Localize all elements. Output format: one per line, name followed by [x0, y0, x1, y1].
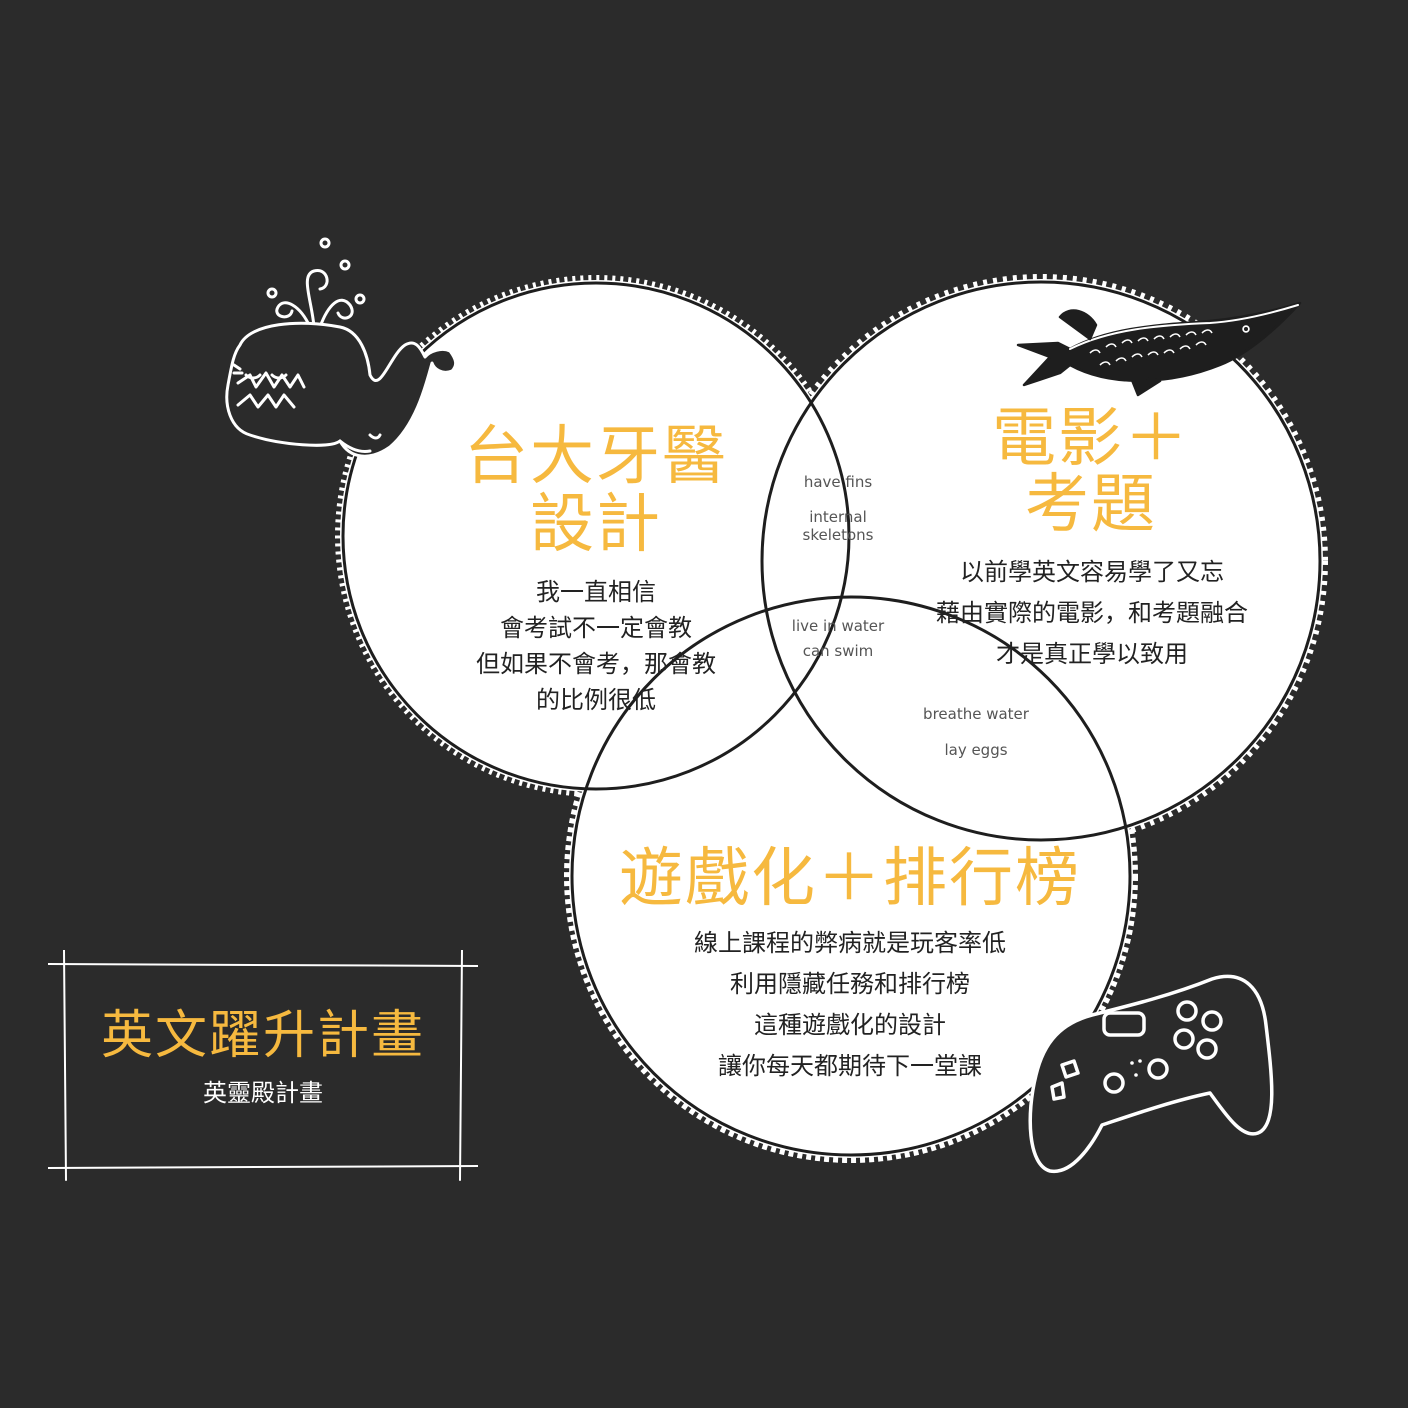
- overlap-center-label-2: can swim: [802, 642, 874, 660]
- bottom-title: 遊戲化＋排行榜: [619, 842, 1081, 916]
- left-body-line4: 的比例很低: [536, 686, 656, 714]
- right-title-line2: 考題: [1025, 468, 1157, 542]
- outline-bottom: [570, 595, 1132, 1157]
- right-body-line2: 藉由實際的電影，和考題融合: [936, 599, 1248, 627]
- left-title-line2: 設計: [530, 488, 662, 562]
- left-body-line1: 我一直相信: [536, 578, 656, 606]
- fish-icon: [1016, 301, 1302, 397]
- overlap-right-bottom-label-1: breathe water: [923, 705, 1029, 723]
- circle-bottom: [569, 594, 1133, 1158]
- right-title-line1: 電影＋: [992, 402, 1190, 476]
- overlap-right-bottom-label-2: lay eggs: [944, 741, 1008, 759]
- overlap-left-right-label-3: skeletons: [802, 526, 874, 544]
- bottom-body-line2: 利用隱藏任務和排行榜: [730, 970, 970, 998]
- bottom-body-line1: 線上課程的弊病就是玩客率低: [694, 929, 1006, 957]
- overlap-left-right-label-2: internal: [809, 508, 867, 526]
- gamepad-icon: [1028, 974, 1274, 1173]
- left-body-line3: 但如果不會考，那會教: [476, 650, 716, 678]
- right-body-line1: 以前學英文容易學了又忘: [960, 558, 1224, 586]
- title-sub: 英靈殿計畫: [203, 1079, 323, 1107]
- right-body-line3: 才是真正學以致用: [996, 640, 1188, 668]
- title-box-frame: [48, 950, 478, 1181]
- bottom-body-line4: 讓你每天都期待下一堂課: [718, 1052, 982, 1080]
- left-body-line2: 會考試不一定會教: [500, 614, 692, 642]
- outline-right: [760, 280, 1322, 842]
- whale-icon: [225, 237, 458, 458]
- outline-left: [341, 281, 851, 791]
- overlap-center-label-1: live in water: [791, 617, 885, 635]
- overlap-left-right-label-1: have fins: [803, 473, 873, 491]
- title-box: 英文躍升計畫 英靈殿計畫: [48, 950, 478, 1182]
- left-title-line1: 台大牙醫: [464, 420, 728, 494]
- title-main: 英文躍升計畫: [100, 1006, 425, 1066]
- bottom-body-line3: 這種遊戲化的設計: [754, 1011, 946, 1039]
